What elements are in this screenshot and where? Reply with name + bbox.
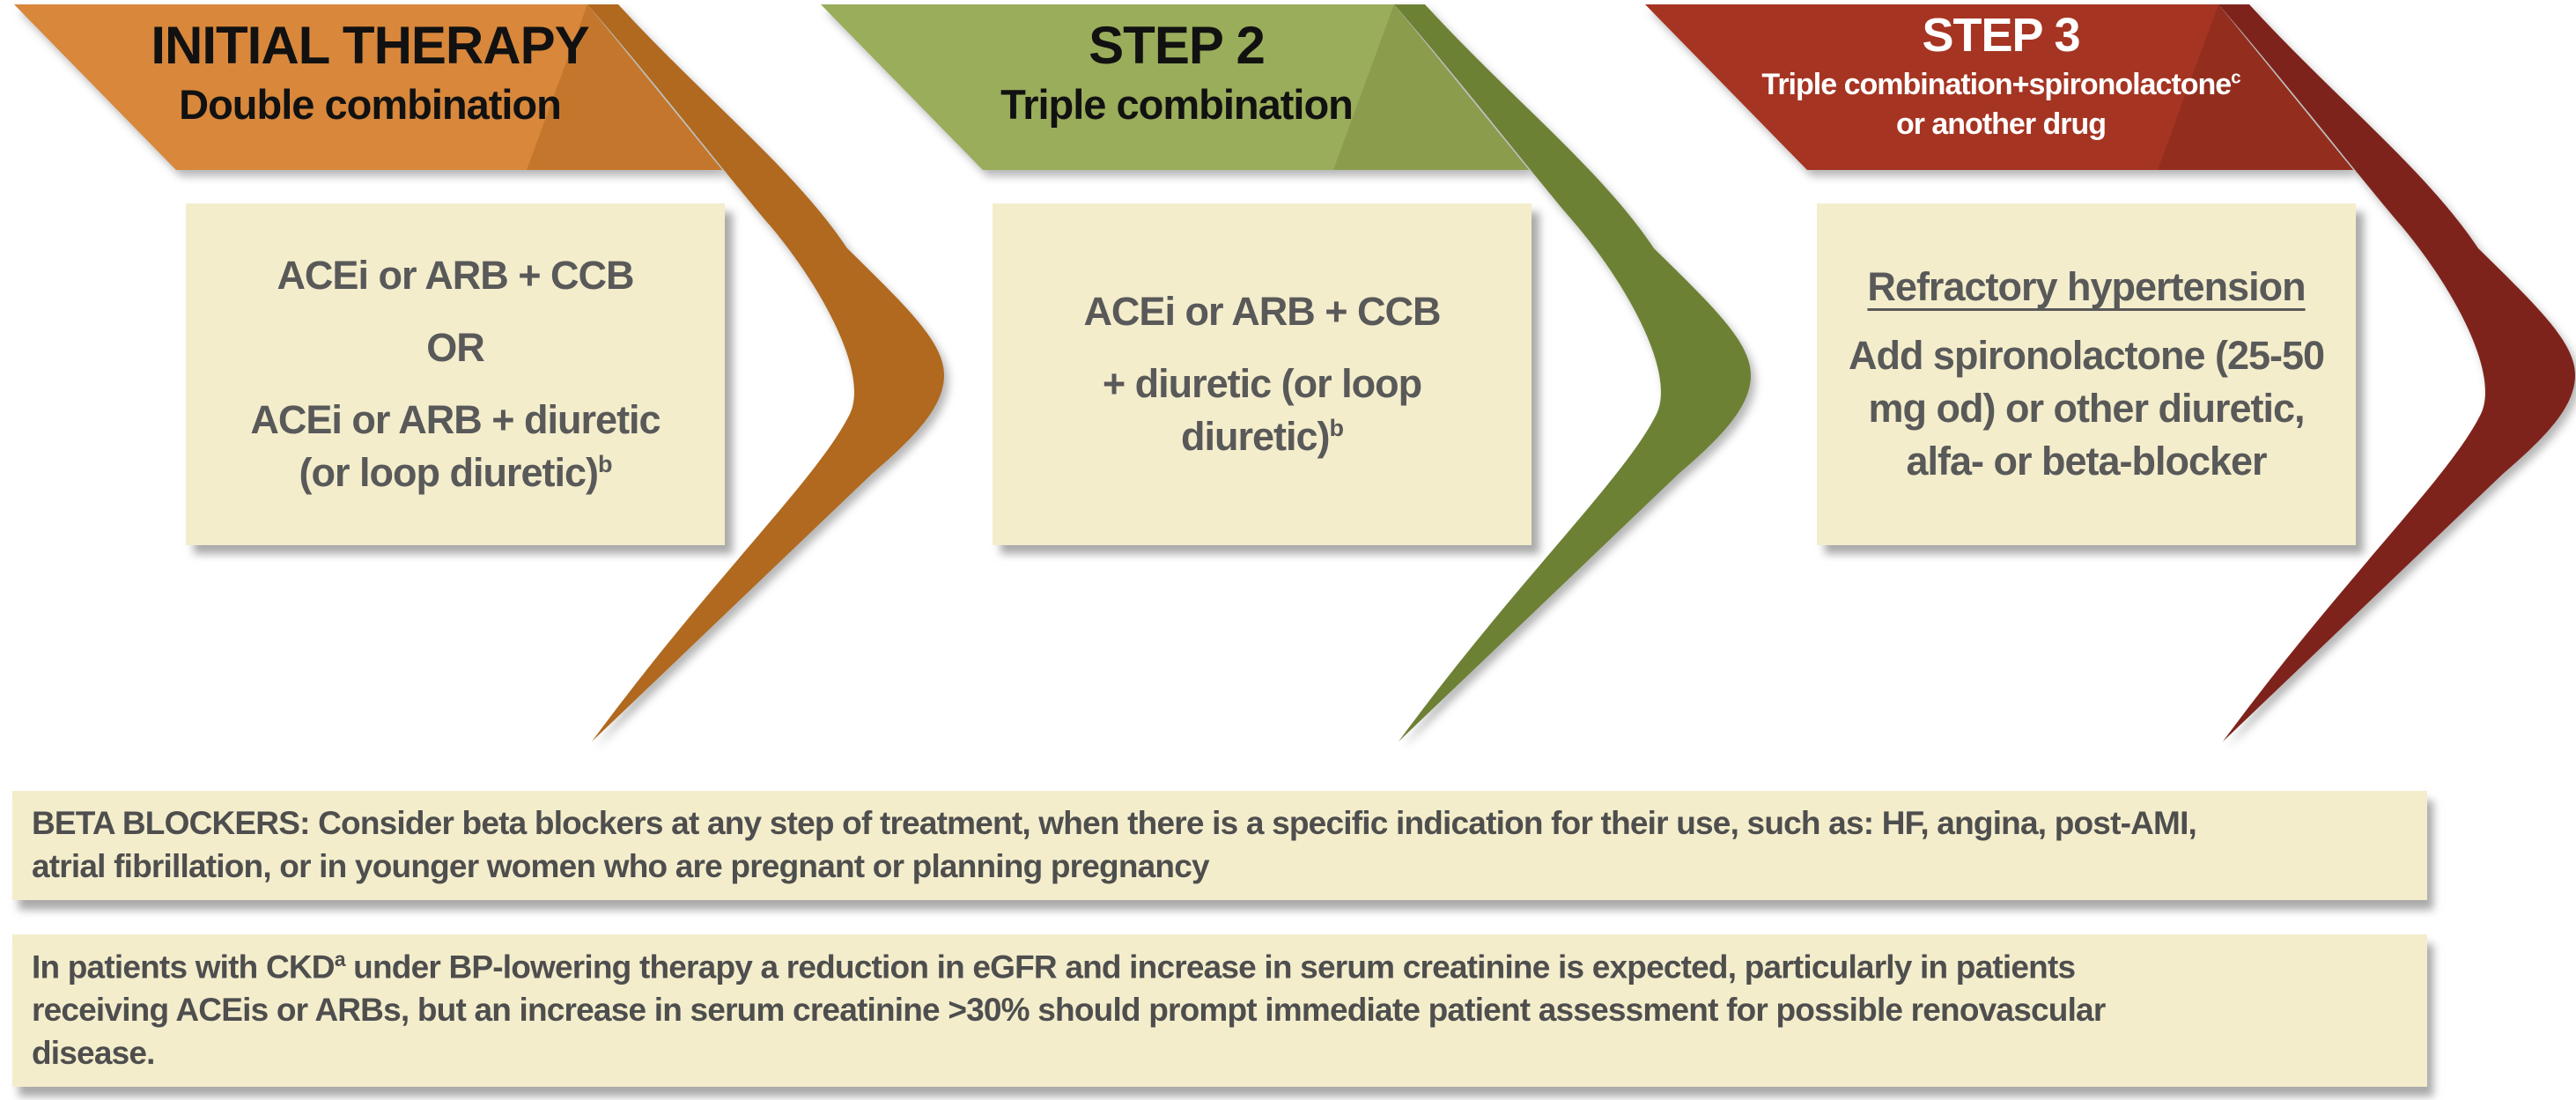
note-beta-blockers-line2: atrial fibrillation, or in younger women…	[32, 847, 1210, 884]
step3-banner-fold	[2158, 4, 2353, 170]
step-3: STEP 3 Triple combination+spironolactone…	[1631, 0, 2576, 775]
step3-box-line: mg od) or other diuretic,	[1868, 386, 2305, 431]
step1-box-line: ACEi or ARB + diuretic	[250, 397, 661, 442]
step1-box-line: (or loop diuretic)b	[299, 450, 613, 495]
note-beta-blockers-line1: BETA BLOCKERS: Consider beta blockers at…	[32, 805, 2197, 841]
step2-box-line: diuretic)b	[1180, 414, 1344, 459]
step1-title: INITIAL THERAPY	[151, 16, 589, 75]
footnote-marker-c: c	[2231, 69, 2240, 89]
step2-treatment-box: ACEi or ARB + CCB + diuretic (or loop di…	[993, 203, 1532, 545]
step1-treatment-box: ACEi or ARB + CCB OR ACEi or ARB + diure…	[186, 203, 725, 545]
footnote-marker-a: a	[334, 948, 346, 971]
footnote-marker-b: b	[1329, 415, 1344, 441]
step-2: STEP 2 Triple combination ACEi or ARB + …	[807, 0, 1758, 775]
step1-box-line: ACEi or ARB + CCB	[277, 253, 634, 298]
step3-banner-text: STEP 3 Triple combination+spironolactone…	[1684, 9, 2318, 144]
step-initial-therapy: INITIAL THERAPY Double combination ACEi …	[0, 0, 951, 775]
step2-subtitle: Triple combination	[1000, 81, 1354, 129]
footnote-marker-b: b	[597, 451, 612, 477]
step3-box-line: alfa- or beta-blocker	[1906, 439, 2267, 484]
step2-arrow-graphic	[821, 4, 1751, 742]
step1-subtitle: Double combination	[179, 81, 562, 129]
step3-subtitle: Triple combination+spironolactonec or an…	[1761, 68, 2240, 141]
step3-title: STEP 3	[1922, 9, 2080, 62]
step2-title: STEP 2	[1089, 16, 1266, 75]
step1-arrow-graphic	[14, 4, 944, 742]
step3-arrow-graphic	[1645, 4, 2575, 742]
note-beta-blockers: BETA BLOCKERS: Consider beta blockers at…	[12, 791, 2427, 900]
note-ckd-line2: receiving ACEis or ARBs, but an increase…	[32, 992, 2106, 1029]
note-ckd-line3: disease.	[32, 1034, 155, 1071]
step2-arrow-tail	[1394, 4, 1751, 742]
step2-banner-text: STEP 2 Triple combination	[860, 16, 1494, 129]
step3-treatment-box: Refractory hypertension Add spironolacto…	[1817, 203, 2356, 545]
step1-banner-text: INITIAL THERAPY Double combination	[53, 16, 687, 129]
step3-box-heading: Refractory hypertension	[1867, 264, 2306, 309]
step3-arrow-tail	[2218, 4, 2575, 742]
step3-subtitle-line2: or another drug	[1895, 107, 2107, 141]
step1-banner-fold	[527, 4, 722, 170]
step2-banner-fold	[1333, 4, 1529, 170]
step2-box-line: ACEi or ARB + CCB	[1083, 289, 1441, 334]
step1-box-line: OR	[426, 325, 484, 370]
step2-box-line: + diuretic (or loop	[1102, 361, 1422, 406]
note-ckd-line1: In patients with CKDa under BP-lowering …	[32, 948, 2076, 986]
note-ckd: In patients with CKDa under BP-lowering …	[12, 934, 2427, 1087]
step1-arrow-tail	[587, 4, 944, 742]
step3-box-line: Add spironolactone (25-50	[1848, 333, 2325, 378]
